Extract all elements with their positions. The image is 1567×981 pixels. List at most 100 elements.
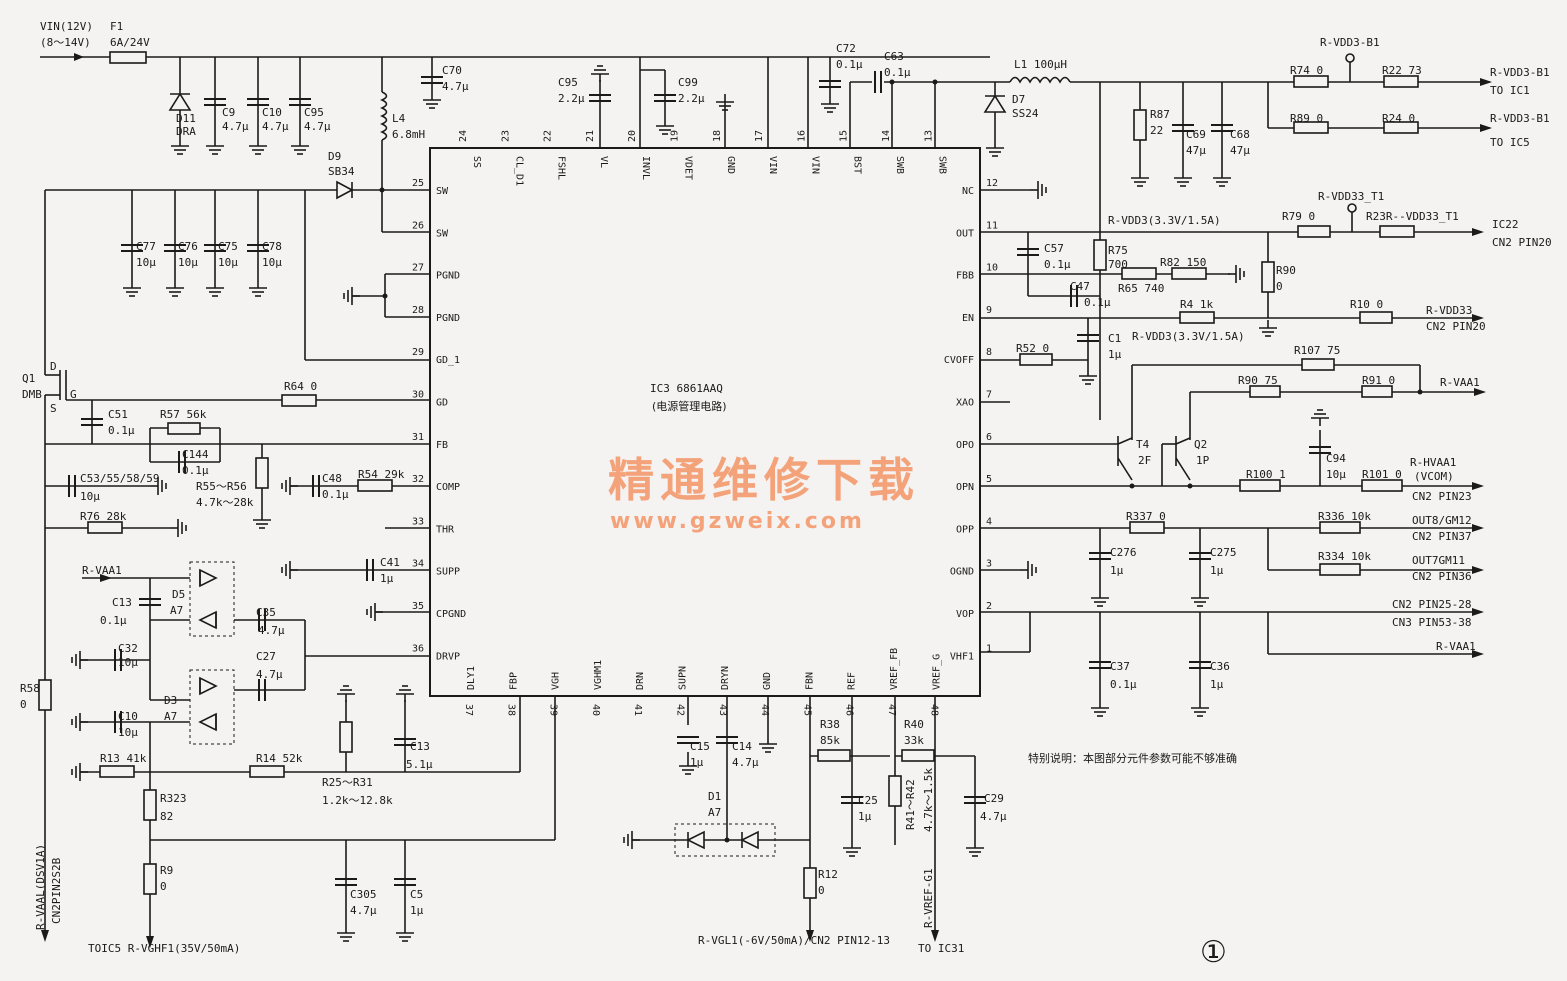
r12-value: 0 — [818, 884, 825, 897]
rvdd33t1-label: R-VDD33_T1 — [1318, 190, 1384, 203]
pin-label-vl: VL — [598, 156, 609, 168]
c10-value: 4.7μ — [262, 120, 289, 133]
r75-label: R75 — [1108, 244, 1128, 257]
rvdd3b-label: R-VDD3(3.3V/1.5A) — [1132, 330, 1245, 343]
c9-value: 4.7μ — [222, 120, 249, 133]
l4-label: L4 — [392, 112, 406, 125]
c276-value: 1μ — [1110, 564, 1124, 577]
c69-label: C69 — [1186, 128, 1206, 141]
pin-label-sw: SW — [436, 186, 449, 197]
d3-value: A7 — [164, 710, 177, 723]
rvrefg1-label: R-VREF-G1 — [922, 868, 935, 928]
cn2p36-label: CN2 PIN36 — [1412, 570, 1472, 583]
out2b-label: TO IC5 — [1490, 136, 1530, 149]
pin-label-en: EN — [962, 313, 974, 324]
c41-label: C41 — [380, 556, 400, 569]
r58-label: R58 — [20, 682, 40, 695]
pin-label-comp: COMP — [436, 482, 460, 493]
pin-label-fshl: FSHL — [556, 156, 567, 180]
c95b-label: C95 — [558, 76, 578, 89]
c41-value: 1μ — [380, 572, 394, 585]
c9-label: C9 — [222, 106, 235, 119]
d11-label: D11 — [176, 112, 196, 125]
pin-number-19: 19 — [670, 130, 681, 142]
pin-number-44: 44 — [759, 704, 770, 716]
pin-label-cvoff: CVOFF — [944, 355, 974, 366]
pin-number-12: 12 — [986, 178, 998, 189]
out7-label: OUT7GM11 — [1412, 554, 1465, 567]
r334-label: R334 10k — [1318, 550, 1371, 563]
pin-label-dly1: DLY1 — [466, 666, 477, 690]
d7-value: SS24 — [1012, 107, 1039, 120]
pin-label-invl: INVL — [640, 156, 651, 180]
c35-value: 4.7μ — [258, 624, 285, 637]
cn2p2528-label: CN2 PIN25-28 — [1392, 598, 1471, 611]
pin-label-vref_fb: VREF_FB — [889, 648, 900, 690]
rvaal-label: R-VAAL(DSV1A) — [34, 844, 47, 930]
pin-label-cpgnd: CPGND — [436, 609, 466, 620]
r75-value: 700 — [1108, 258, 1128, 271]
rvgl1-label: R-VGL1(-6V/50mA)/CN2 PIN12-13 — [698, 934, 890, 947]
pin-label-bst: BST — [852, 156, 863, 174]
pin-label-nc: NC — [962, 186, 974, 197]
pin-number-21: 21 — [585, 130, 596, 142]
c76-label: C76 — [178, 240, 198, 253]
c77-value: 10μ — [136, 256, 156, 269]
q1-gate: G — [70, 388, 77, 401]
c10b-label: C10 — [118, 710, 138, 723]
r79-label: R79 0 — [1282, 210, 1315, 223]
r23r-label: R23R--VDD33_T1 — [1366, 210, 1459, 223]
pin-label-pgnd: PGND — [436, 313, 460, 324]
d5-label: D5 — [172, 588, 185, 601]
pin-number-41: 41 — [632, 704, 643, 716]
c63-value: 0.1μ — [884, 66, 911, 79]
pin-label-opn: OPN — [956, 482, 974, 493]
c75-label: C75 — [218, 240, 238, 253]
pin-label-out: OUT — [956, 228, 974, 239]
c29-value: 4.7μ — [980, 810, 1007, 823]
r12-label: R12 — [818, 868, 838, 881]
pin-number-35: 35 — [412, 601, 424, 612]
pin-label-fbp: FBP — [508, 672, 519, 690]
pin-number-43: 43 — [717, 704, 728, 716]
pin-label-gnd: GND — [762, 672, 773, 690]
c144-label: C144 — [182, 448, 209, 461]
pin-label-vghm1: VGHM1 — [593, 660, 604, 690]
r90a-label: R90 — [1276, 264, 1296, 277]
chip-pins: 24SS23CL_D122FSHL21VL20INVL19VDET18GND17… — [412, 130, 998, 716]
pin-label-supp: SUPP — [436, 567, 460, 578]
pin-label-ognd: OGND — [950, 567, 974, 578]
r57-label: R57 56k — [160, 408, 207, 421]
vin-range-label: (8～14V) — [40, 36, 91, 49]
c13a-value: 0.1μ — [100, 614, 127, 627]
r52-label: R52 0 — [1016, 342, 1049, 355]
pin-number-33: 33 — [412, 516, 424, 527]
out1-label: R-VDD3-B1 — [1490, 66, 1550, 79]
right-section — [980, 180, 1486, 717]
c47-value: 0.1μ — [1084, 296, 1111, 309]
cn2p37-label: CN2 PIN37 — [1412, 530, 1472, 543]
pin-label-fbn: FBN — [804, 672, 815, 690]
pin-label-swb: SWB — [894, 156, 905, 174]
pin-number-23: 23 — [500, 130, 511, 142]
pin-number-47: 47 — [886, 704, 897, 716]
pin-number-16: 16 — [796, 130, 807, 142]
c70-value: 4.7μ — [442, 80, 469, 93]
r14-label: R14 52k — [256, 752, 303, 765]
pin-label-opo: OPO — [956, 440, 974, 451]
pin-number-36: 36 — [412, 643, 424, 654]
c36-value: 1μ — [1210, 678, 1224, 691]
c78-label: C78 — [262, 240, 282, 253]
ic3-chip-body — [429, 147, 981, 697]
c77-label: C77 — [136, 240, 156, 253]
c10-label: C10 — [262, 106, 282, 119]
rvaa1c-label: R-VAA1 — [82, 564, 122, 577]
cn2p20b-label: CN2 PIN20 — [1426, 320, 1486, 333]
pin-number-3: 3 — [986, 559, 992, 570]
r323-label: R323 — [160, 792, 187, 805]
r90a-value: 0 — [1276, 280, 1283, 293]
pin-number-26: 26 — [412, 220, 424, 231]
pin-number-5: 5 — [986, 474, 992, 485]
c70-label: C70 — [442, 64, 462, 77]
